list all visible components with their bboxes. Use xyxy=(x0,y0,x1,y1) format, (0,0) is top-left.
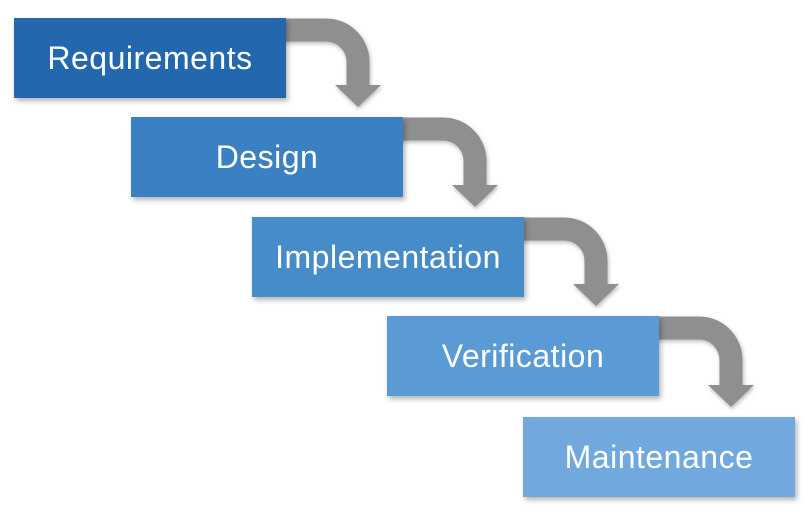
flow-arrow xyxy=(280,18,381,107)
step-design: Design xyxy=(131,117,403,197)
arrowhead-down-icon xyxy=(573,284,619,306)
flow-arrow xyxy=(518,217,619,306)
step-verification: Verification xyxy=(387,316,659,396)
arrowhead-down-icon xyxy=(335,85,381,107)
step-requirements: Requirements xyxy=(14,18,286,98)
step-maintenance: Maintenance xyxy=(523,417,795,497)
arrowhead-down-icon xyxy=(708,385,754,407)
arrowhead-down-icon xyxy=(452,185,498,207)
step-implementation: Implementation xyxy=(252,217,524,297)
flow-arrow xyxy=(653,316,754,407)
flow-arrow xyxy=(397,117,498,207)
